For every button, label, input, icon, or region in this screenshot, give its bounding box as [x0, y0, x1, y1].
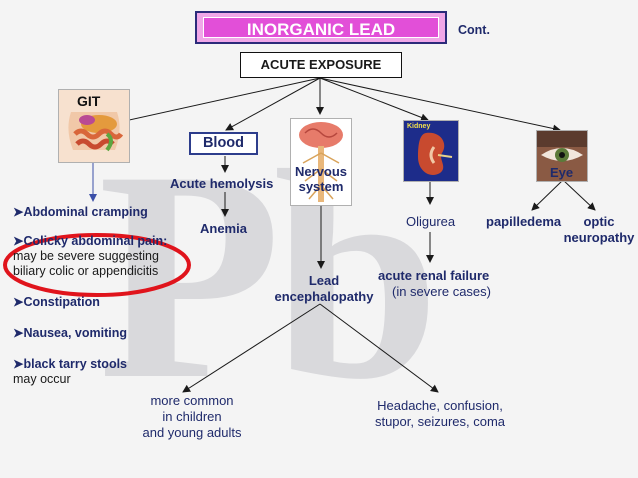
optic-line2: neuropathy: [563, 230, 635, 245]
renal-failure-note: (in severe cases): [392, 284, 491, 299]
title-box: INORGANIC LEAD: [195, 11, 447, 44]
arrow-eye-papilledema: [531, 179, 564, 211]
list-item: ➤Colicky abdominal pain: may be severe s…: [13, 234, 213, 279]
anemia: Anemia: [200, 221, 247, 236]
symptoms-line2: stupor, seizures, coma: [374, 414, 506, 429]
arrow-to-kidney: [319, 77, 429, 122]
nervous-tile: [290, 118, 352, 206]
optic-line1: optic: [583, 214, 615, 229]
nausea-text: Nausea, vomiting: [23, 326, 127, 340]
children-line1: more common: [150, 393, 234, 408]
encephalopathy-text: encephalopathy: [274, 289, 374, 304]
oliguria: Oligurea: [406, 214, 456, 229]
kidney-tile: Kidney: [403, 120, 459, 182]
eye-icon: [537, 131, 587, 162]
brain-spine-icon: [299, 122, 343, 202]
optic-neuropathy: optic neuropathy: [561, 214, 637, 246]
page-title: INORGANIC LEAD: [203, 17, 439, 39]
intestines-icon: [68, 112, 124, 152]
lead-encephalopathy: Lead encephalopathy: [268, 273, 380, 305]
nervous-system-label: Nervous system: [292, 164, 350, 194]
git-effects-list: ➤Abdominal cramping ➤Colicky abdominal p…: [13, 205, 213, 387]
list-item: ➤Nausea, vomiting: [13, 326, 127, 340]
arrow-to-children: [182, 303, 321, 393]
cramping-text: Abdominal cramping: [23, 205, 148, 219]
acute-hemolysis: Acute hemolysis: [170, 176, 274, 191]
list-item: ➤black tarry stools may occur: [13, 357, 213, 387]
children-line2: in children: [162, 409, 222, 424]
colic-line2: biliary colic or appendicitis: [13, 264, 159, 278]
eye-tile: Eye: [536, 130, 588, 182]
git-label: GIT: [77, 93, 101, 109]
eye-label: Eye: [550, 165, 574, 180]
arrow-to-blood: [225, 77, 321, 131]
children-line3: and young adults: [142, 425, 242, 440]
nervous-system-text: Nervous system: [294, 164, 348, 194]
arrow-to-eye: [319, 77, 561, 133]
blood-box: Blood: [189, 132, 258, 155]
children-note: more common in children and young adults: [136, 393, 248, 441]
cont-label: Cont.: [458, 23, 490, 37]
arrow-to-git: [119, 77, 321, 125]
papilledema: papilledema: [486, 214, 562, 229]
kidney-tag: Kidney: [407, 123, 431, 130]
stools-text: black tarry stools: [23, 357, 127, 371]
list-item: ➤Constipation: [13, 295, 100, 309]
arrow-to-symptoms: [319, 303, 439, 393]
git-tile: GIT: [58, 89, 130, 163]
colic-head-text: Colicky abdominal pain:: [23, 234, 168, 248]
acute-exposure-box: ACUTE EXPOSURE: [240, 52, 402, 78]
constipation-text: Constipation: [23, 295, 100, 309]
list-item: ➤Abdominal cramping: [13, 205, 148, 219]
kidney-icon: [418, 132, 453, 176]
encephalopathy-symptoms: Headache, confusion, stupor, seizures, c…: [365, 398, 515, 430]
lead-text: Lead: [308, 273, 340, 288]
colic-line1: may be severe suggesting: [13, 249, 159, 263]
stools-note: may occur: [13, 372, 71, 386]
highlight-ellipse: [3, 233, 191, 297]
arrow-eye-optic: [562, 179, 596, 211]
acute-renal-failure: acute renal failure: [378, 268, 490, 283]
symptoms-line1: Headache, confusion,: [377, 398, 503, 413]
pb-watermark: Pb: [98, 109, 440, 441]
